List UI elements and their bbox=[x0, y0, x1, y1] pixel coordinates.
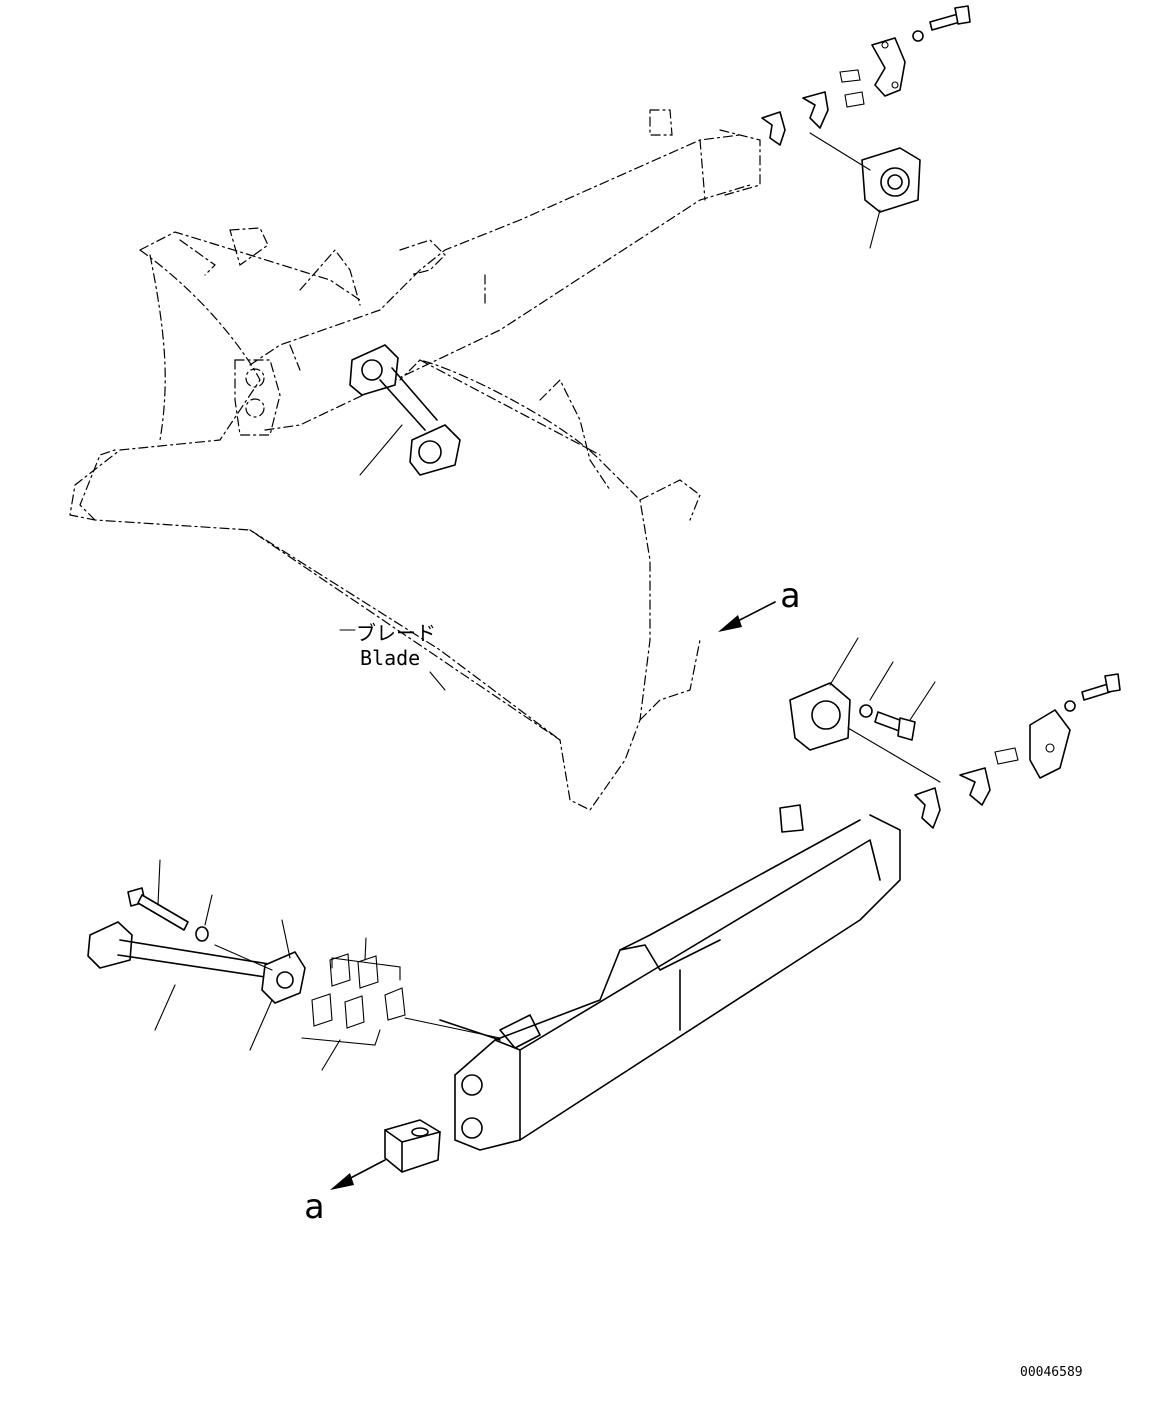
blade-label-en: Blade bbox=[360, 646, 420, 670]
strut-washer bbox=[195, 926, 209, 942]
upper-arm-phantom bbox=[234, 109, 761, 436]
lower-liner-half bbox=[959, 767, 991, 806]
upper-lock-plates bbox=[839, 69, 865, 108]
lower-brace-rod bbox=[87, 919, 306, 1051]
view-arrow-top bbox=[718, 601, 776, 632]
flange-bolt bbox=[874, 681, 936, 741]
upper-brace-rod bbox=[349, 344, 461, 476]
upper-cap bbox=[871, 37, 906, 97]
upper-liner-half-2 bbox=[761, 111, 786, 146]
lower-liner-half-2 bbox=[914, 787, 941, 829]
lower-washer bbox=[1064, 700, 1076, 712]
spacer-block bbox=[384, 1119, 441, 1173]
view-a-label-bottom: a bbox=[304, 1187, 324, 1227]
drawing-number: 00046589 bbox=[1020, 1365, 1083, 1380]
view-arrow-bottom bbox=[330, 1159, 386, 1190]
flange-washer bbox=[859, 704, 873, 718]
lower-arm bbox=[439, 804, 901, 1151]
blade-label-jp: ブレード bbox=[356, 621, 436, 645]
blade-label-leader-2 bbox=[429, 671, 446, 691]
upper-bolt bbox=[929, 5, 971, 31]
upper-washer bbox=[912, 30, 924, 42]
lower-lock-plates bbox=[994, 747, 1019, 765]
view-a-label-top: a bbox=[780, 576, 800, 616]
leader-washer bbox=[869, 661, 894, 701]
lower-cap bbox=[1029, 709, 1071, 779]
lower-pivot-flange bbox=[789, 637, 941, 783]
blade-phantom-outline bbox=[69, 227, 701, 811]
assembly-line bbox=[214, 944, 273, 971]
leader-strut-washer bbox=[204, 894, 213, 926]
lower-bolt bbox=[1081, 673, 1121, 701]
upper-pivot-flange bbox=[809, 132, 921, 249]
shim-group bbox=[301, 937, 501, 1071]
strut-bolt bbox=[127, 859, 189, 931]
upper-liner-half bbox=[802, 91, 829, 129]
